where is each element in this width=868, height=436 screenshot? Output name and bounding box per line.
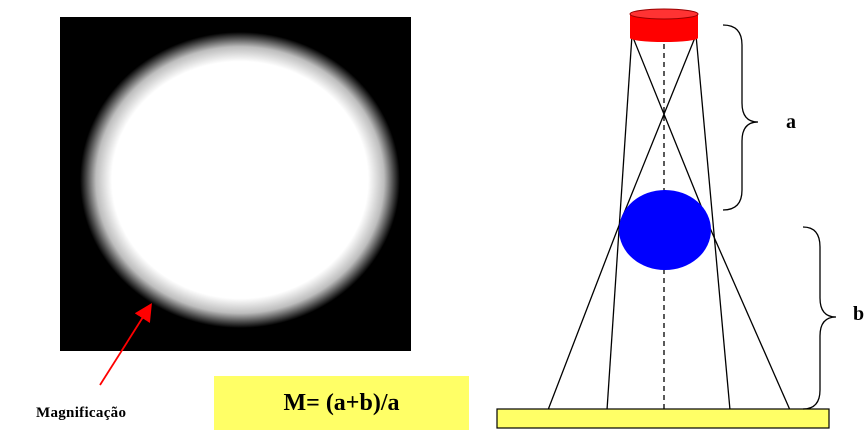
brace-b — [802, 226, 837, 410]
object-sphere — [619, 190, 711, 270]
magnified-disk — [80, 32, 400, 328]
brace-a — [722, 24, 759, 211]
label-b: b — [853, 303, 864, 325]
label-a: a — [786, 111, 796, 133]
magnification-caption: Magnificação — [36, 405, 127, 421]
formula-box: M= (a+b)/a — [214, 376, 469, 430]
detector-plate — [496, 408, 830, 429]
magnification-formula: M= (a+b)/a — [283, 389, 400, 416]
x-ray-source — [629, 8, 699, 42]
projection-rays — [547, 34, 791, 411]
magnification-arrow — [99, 302, 152, 386]
